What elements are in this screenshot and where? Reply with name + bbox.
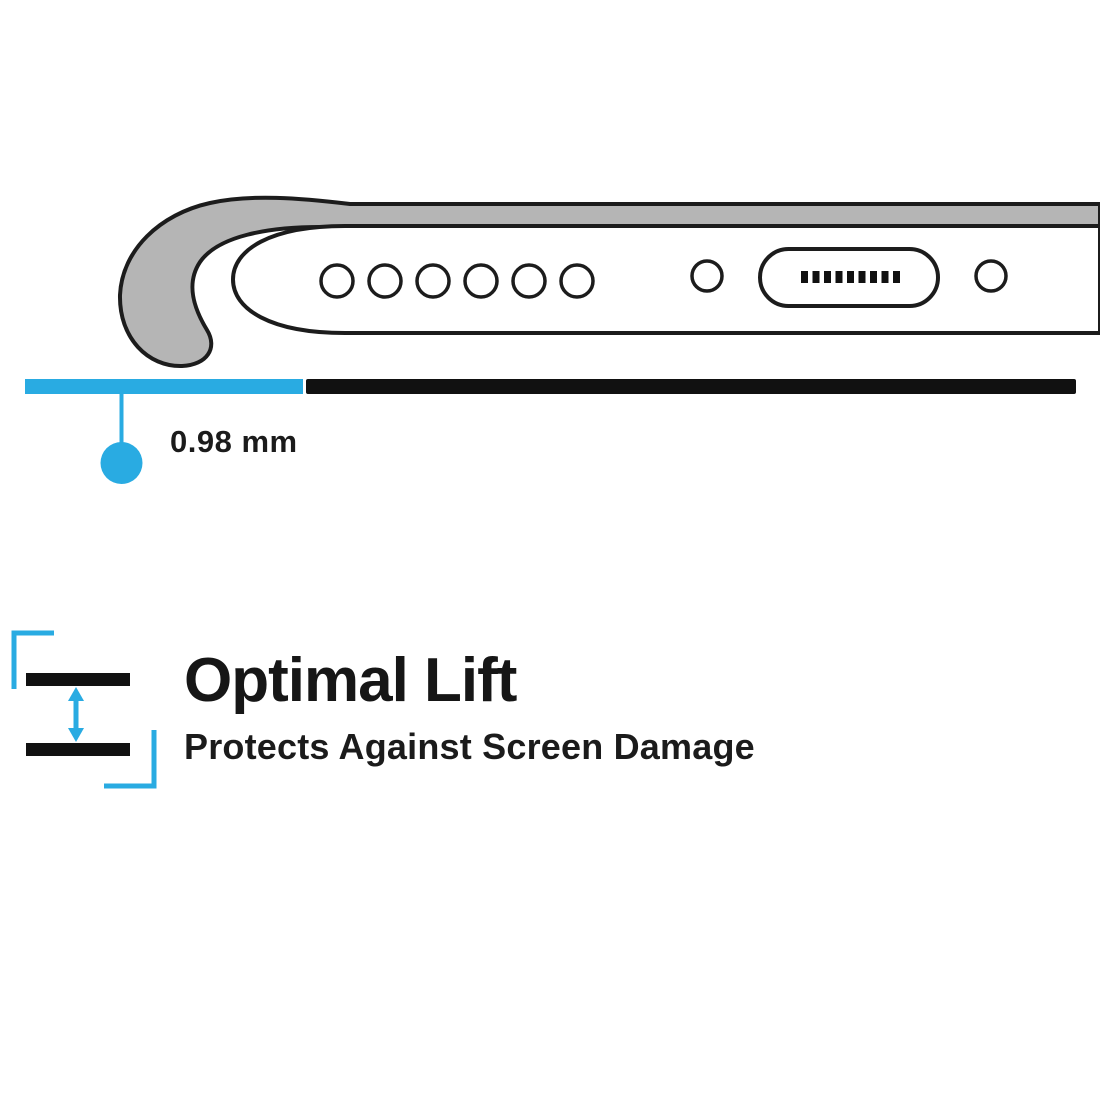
measurement-pointer-dot — [100, 442, 143, 484]
bottom-bar — [26, 743, 130, 756]
top-bar — [26, 673, 130, 686]
measurement-pointer-line — [119, 394, 124, 448]
speaker-hole — [415, 263, 451, 299]
speaker-hole — [511, 263, 547, 299]
phone-body — [231, 224, 1100, 335]
speaker-hole — [559, 263, 595, 299]
charging-port — [758, 247, 940, 308]
surface-line-black-segment — [306, 379, 1076, 394]
feature-text-block: Optimal Lift Protects Against Screen Dam… — [184, 650, 755, 768]
feature-subtitle: Protects Against Screen Damage — [184, 726, 755, 767]
optimal-lift-icon — [11, 630, 157, 789]
bracket-top-left-icon — [11, 630, 54, 689]
feature-title: Optimal Lift — [184, 646, 517, 715]
surface-line-cyan-segment — [25, 379, 303, 394]
mic-hole-left — [690, 259, 724, 293]
speaker-hole — [319, 263, 355, 299]
speaker-holes — [319, 263, 595, 299]
double-arrow-icon — [68, 687, 84, 742]
port-pins — [801, 271, 900, 283]
case-body — [117, 195, 1100, 369]
mic-hole-right — [974, 259, 1008, 293]
measurement-label: 0.98 mm — [170, 424, 298, 459]
bracket-bottom-right-icon — [104, 730, 157, 789]
speaker-hole — [463, 263, 499, 299]
phone-case-illustration — [25, 195, 1100, 484]
surface-line — [25, 379, 1076, 394]
speaker-hole — [367, 263, 403, 299]
